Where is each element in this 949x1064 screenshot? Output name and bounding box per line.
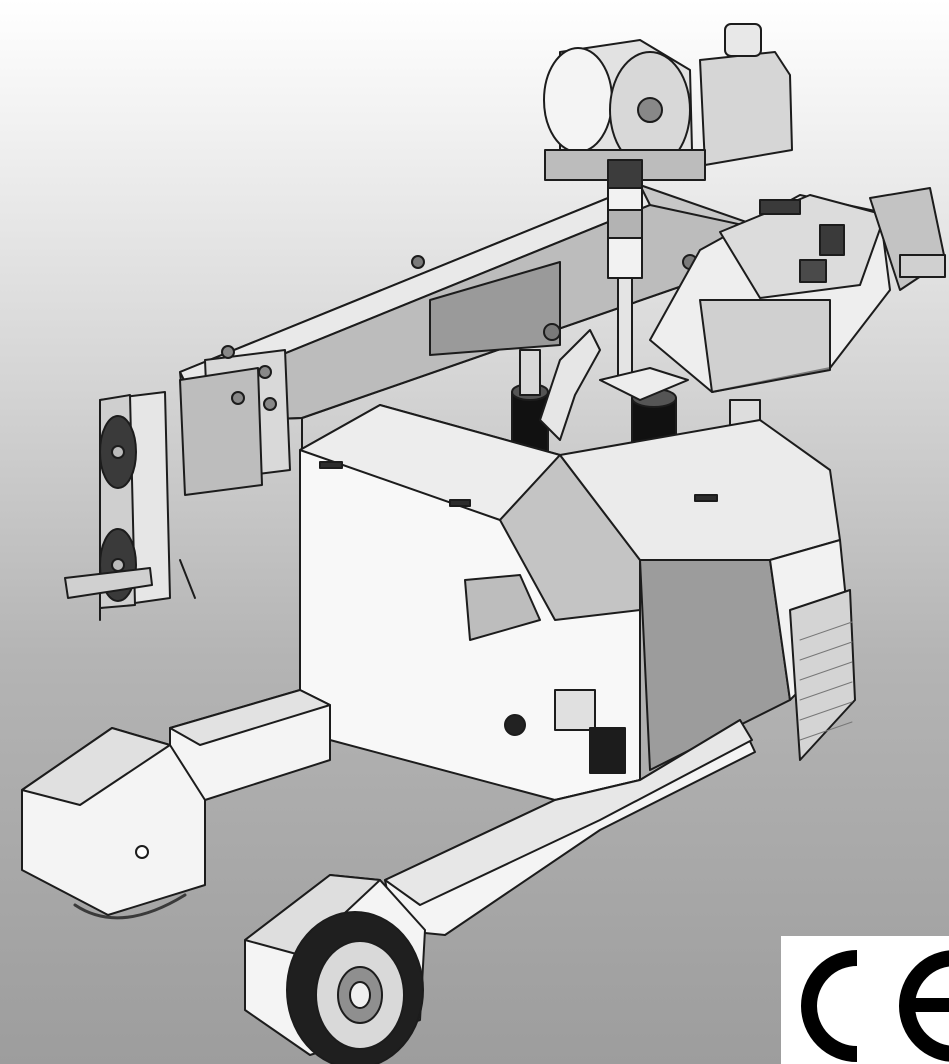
rear-wheel [286, 911, 424, 1064]
hook-pulley-block [64, 391, 196, 621]
warning-beacon [607, 159, 643, 389]
front-outrigger-leg [21, 689, 331, 920]
chassis-body [299, 404, 856, 801]
ce-mark-icon [801, 950, 949, 1062]
winch-drum [543, 23, 793, 181]
ce-mark-panel [781, 936, 949, 1064]
control-panel [649, 187, 946, 481]
boom-end-block [179, 345, 291, 496]
